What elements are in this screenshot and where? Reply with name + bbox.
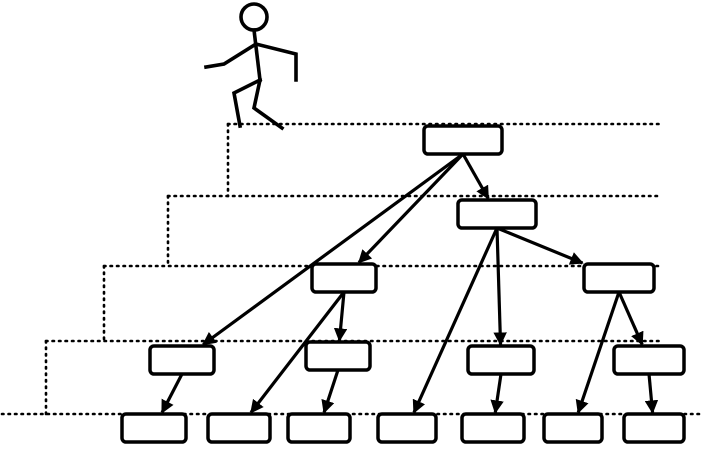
node-box	[376, 412, 438, 444]
stick-figure-torso	[251, 27, 263, 83]
tree-node-level-3	[148, 344, 216, 376]
node-box	[206, 412, 272, 444]
tree-node-level-4	[286, 412, 352, 444]
edge-arrow-n5-n10	[321, 369, 340, 414]
tree-node-level-4	[376, 412, 438, 444]
tree-node-level-2	[582, 262, 656, 294]
node-box	[622, 412, 686, 444]
tree-node-level-3	[304, 340, 372, 372]
stick-figure-climbing-icon	[203, 2, 298, 131]
node-box	[422, 124, 504, 156]
node-box	[460, 412, 526, 444]
tree-node-level-4	[542, 412, 604, 444]
edge-arrow-n6-n12	[490, 373, 504, 414]
node-box	[466, 344, 536, 376]
tree-edges	[160, 152, 659, 414]
tree-node-level-4	[120, 412, 188, 444]
edge-arrow-n1-n6	[493, 227, 507, 346]
node-box	[310, 262, 378, 294]
edge-arrow-n2-n9	[249, 291, 346, 414]
tree-nodes	[120, 124, 686, 444]
node-box	[456, 198, 538, 230]
edge-arrow-n0-n2	[357, 152, 465, 264]
node-box	[582, 262, 656, 294]
node-box	[542, 412, 604, 444]
node-box	[148, 344, 216, 376]
node-box	[286, 412, 352, 444]
stick-figure-legs	[231, 77, 285, 131]
edge-arrow-n0-n1	[461, 153, 490, 200]
node-box	[612, 344, 686, 376]
tree-node-level-3	[612, 344, 686, 376]
edge-arrow-n2-n5	[333, 291, 348, 342]
stick-figure-head	[239, 2, 269, 32]
edge-arrow-n4-n8	[160, 373, 184, 414]
tree-node-level-3	[466, 344, 536, 376]
edge-arrow-n1-n11	[412, 227, 499, 414]
tree-node-level-0	[422, 124, 504, 156]
stick-figure-arms	[203, 42, 298, 82]
tree-node-level-4	[460, 412, 526, 444]
edge-arrow-n3-n13	[575, 291, 621, 414]
edge-arrow-n3-n7	[617, 291, 644, 346]
tree-node-level-4	[622, 412, 686, 444]
edge-arrow-n0-n4	[202, 152, 464, 346]
tree-node-level-2	[310, 262, 378, 294]
tree-node-level-4	[206, 412, 272, 444]
node-box	[304, 340, 372, 372]
node-box	[120, 412, 188, 444]
edge-arrow-n1-n3	[496, 226, 584, 265]
tree-node-level-1	[456, 198, 538, 230]
edge-arrow-n7-n14	[644, 373, 659, 414]
